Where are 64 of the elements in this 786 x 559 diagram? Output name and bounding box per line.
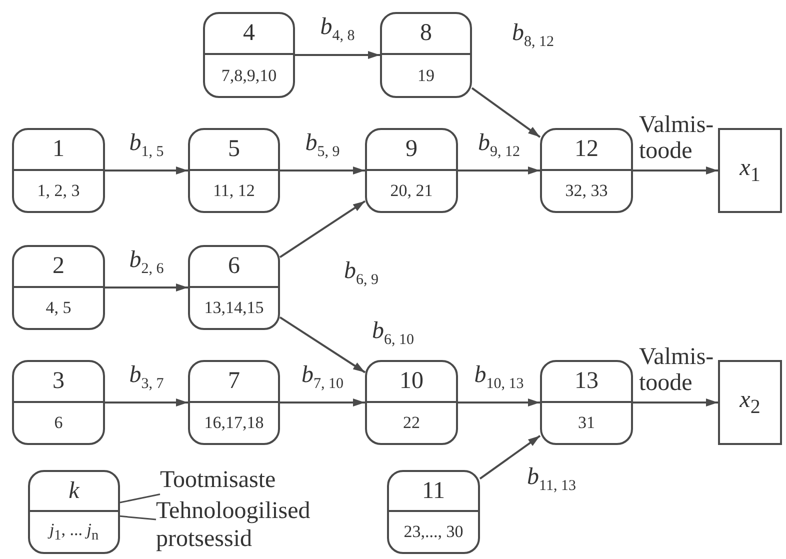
leader-line — [120, 515, 156, 520]
process-list: 31 — [578, 412, 595, 433]
stage-number: 10 — [400, 368, 424, 395]
process-node — [12, 245, 105, 330]
process-node — [203, 12, 295, 98]
stage-number: 5 — [228, 136, 240, 163]
legend-note: Tootmisaste — [160, 466, 288, 496]
stage-number: 7 — [228, 368, 240, 395]
process-node — [188, 245, 280, 330]
process-list: 22 — [403, 412, 420, 433]
arrow — [479, 434, 541, 480]
stage-number: 9 — [406, 136, 418, 163]
arrow — [458, 398, 540, 406]
arrow — [471, 87, 541, 138]
stage-number: 3 — [52, 368, 64, 395]
process-list: 1, 2, 3 — [37, 180, 80, 201]
process-node — [387, 470, 480, 554]
product-box — [718, 360, 782, 445]
process-node — [365, 360, 458, 445]
stage-number: 6 — [228, 252, 240, 280]
arrow — [105, 284, 188, 292]
stage-number: 8 — [420, 20, 432, 47]
process-list: 7,8,9,10 — [221, 66, 277, 86]
stage-number: 2 — [52, 252, 64, 280]
product-box — [718, 128, 782, 213]
arrow — [279, 200, 366, 258]
process-node — [188, 128, 280, 213]
process-node — [12, 360, 105, 445]
stage-number: 11 — [422, 478, 446, 504]
process-list: 4, 5 — [46, 298, 72, 318]
arrow — [633, 166, 718, 174]
process-node — [28, 470, 120, 554]
process-node — [540, 360, 633, 445]
process-node — [365, 128, 458, 213]
process-node — [380, 12, 472, 98]
process-list: 16,17,18 — [204, 412, 264, 433]
process-list: j$_{1}$, ... j$_{n}$ — [49, 520, 99, 544]
arrow — [458, 166, 540, 174]
leader-line — [120, 494, 160, 504]
product-label: x$_{1}$ — [740, 154, 760, 186]
arrow — [280, 398, 365, 406]
stage-number: 1 — [52, 136, 64, 163]
process-list: 32, 33 — [565, 180, 608, 201]
stage-number: k — [68, 478, 80, 504]
process-node — [12, 128, 105, 213]
arrow — [295, 51, 380, 59]
process-list: 19 — [418, 66, 434, 86]
arrow — [105, 166, 188, 174]
stage-number: 12 — [574, 136, 598, 163]
stage-number: 4 — [243, 20, 255, 47]
arrow — [105, 398, 188, 406]
process-list: 13,14,15 — [204, 298, 264, 318]
legend-note: Tehnoloogilised protsessid — [156, 497, 322, 557]
stage-number: 13 — [574, 368, 598, 395]
process-list: 23,..., 30 — [404, 522, 464, 542]
arrow — [279, 316, 366, 374]
process-list: 6 — [54, 412, 63, 433]
process-list: 11, 12 — [213, 180, 255, 201]
process-list: 20, 21 — [390, 180, 433, 201]
process-node — [540, 128, 633, 213]
process-node — [188, 360, 280, 445]
product-label: x$_{2}$ — [740, 386, 760, 418]
arrow — [633, 398, 718, 406]
arrow — [280, 166, 365, 174]
